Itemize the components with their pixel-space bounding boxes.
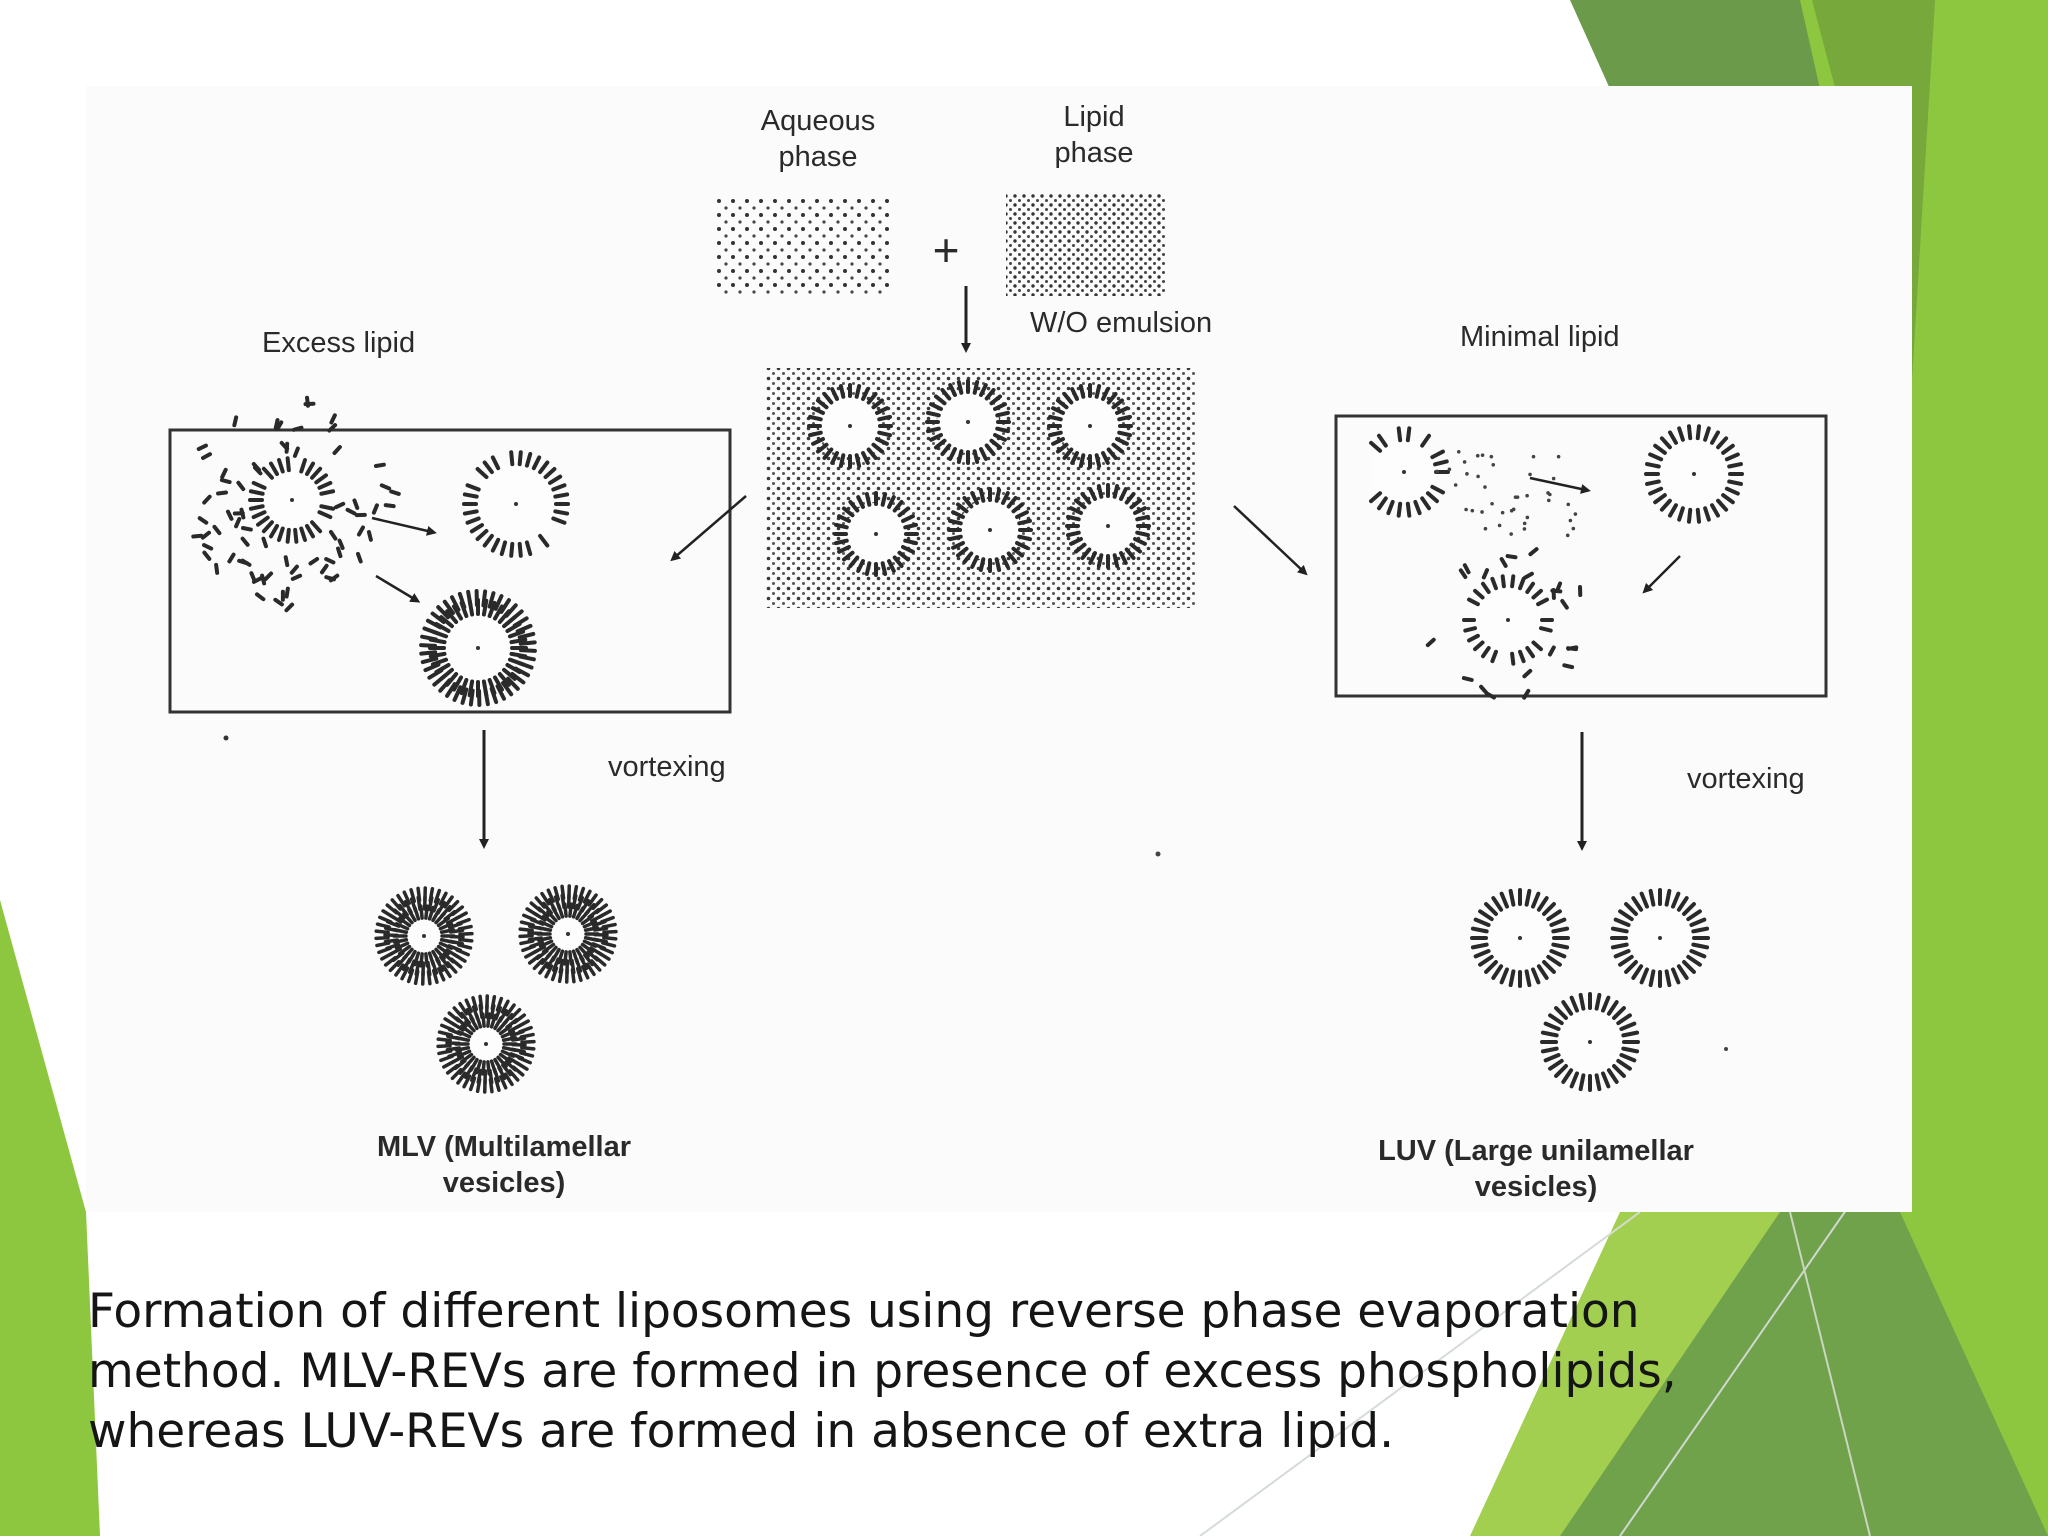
aqueous-phase-patch (716, 196, 891, 296)
vesicle-intermediate (464, 452, 568, 556)
luv-vesicles (1472, 890, 1708, 1090)
aqueous-dots (1435, 450, 1577, 537)
aqueous-phase-label: Aqueous (761, 105, 876, 137)
vortexing-left-label: vortexing (608, 751, 726, 783)
luv-label: LUV (Large unilamellar (1378, 1135, 1694, 1167)
arrow-box-right-2 (1646, 556, 1680, 590)
mlv-vesicle (376, 888, 472, 984)
scan-speck (224, 736, 229, 741)
vesicle-multilamellar (421, 591, 535, 705)
arrow-box-left-2 (376, 576, 416, 600)
arrow-to-excess-lipid (674, 496, 746, 558)
green-shard-left (0, 900, 100, 1536)
scan-speck (1156, 852, 1161, 857)
luv-vesicle (1612, 890, 1708, 986)
luv-vesicle (1542, 994, 1638, 1090)
caption-line-3: whereas LUV-REVs are formed in absence o… (88, 1402, 1888, 1462)
arrow-to-minimal-lipid (1234, 506, 1304, 572)
mlv-vesicles (376, 886, 616, 1092)
lipid-phase-label-line2: phase (1054, 137, 1133, 169)
vesicle-forming (1464, 576, 1552, 663)
vesicle-forming (250, 458, 333, 542)
scan-speck (1724, 1047, 1728, 1051)
caption: Formation of different liposomes using r… (88, 1282, 1888, 1462)
excess-lipid-label: Excess lipid (262, 327, 415, 359)
luv-vesicle (1472, 890, 1568, 986)
lipid-phase-patch (1006, 194, 1166, 296)
arrow-box-right-1 (1530, 478, 1586, 490)
caption-line-1: Formation of different liposomes using r… (88, 1282, 1888, 1342)
mlv-vesicle (520, 886, 616, 982)
minimal-lipid-box-content (1371, 426, 1742, 697)
emulsion-label: W/O emulsion (1030, 307, 1212, 339)
vortexing-right-label: vortexing (1687, 763, 1805, 795)
caption-line-2: method. MLV-REVs are formed in presence … (88, 1342, 1888, 1402)
lipid-phase-label: Lipid (1063, 101, 1124, 133)
mlv-label: MLV (Multilamellar (377, 1131, 631, 1163)
aqueous-phase-label-line2: phase (778, 141, 857, 173)
excess-lipid-box-content (193, 398, 568, 705)
mlv-label-line2: vesicles) (443, 1167, 566, 1199)
vesicle-unilamellar (1646, 426, 1742, 521)
luv-label-line2: vesicles) (1475, 1171, 1598, 1203)
mlv-vesicle (438, 996, 534, 1092)
plus-sign: + (933, 224, 960, 276)
minimal-lipid-label: Minimal lipid (1460, 321, 1620, 353)
arrow-box-left-1 (372, 518, 432, 532)
liposome-diagram: Aqueous phase Lipid phase + W/O emulsion… (86, 86, 1912, 1212)
